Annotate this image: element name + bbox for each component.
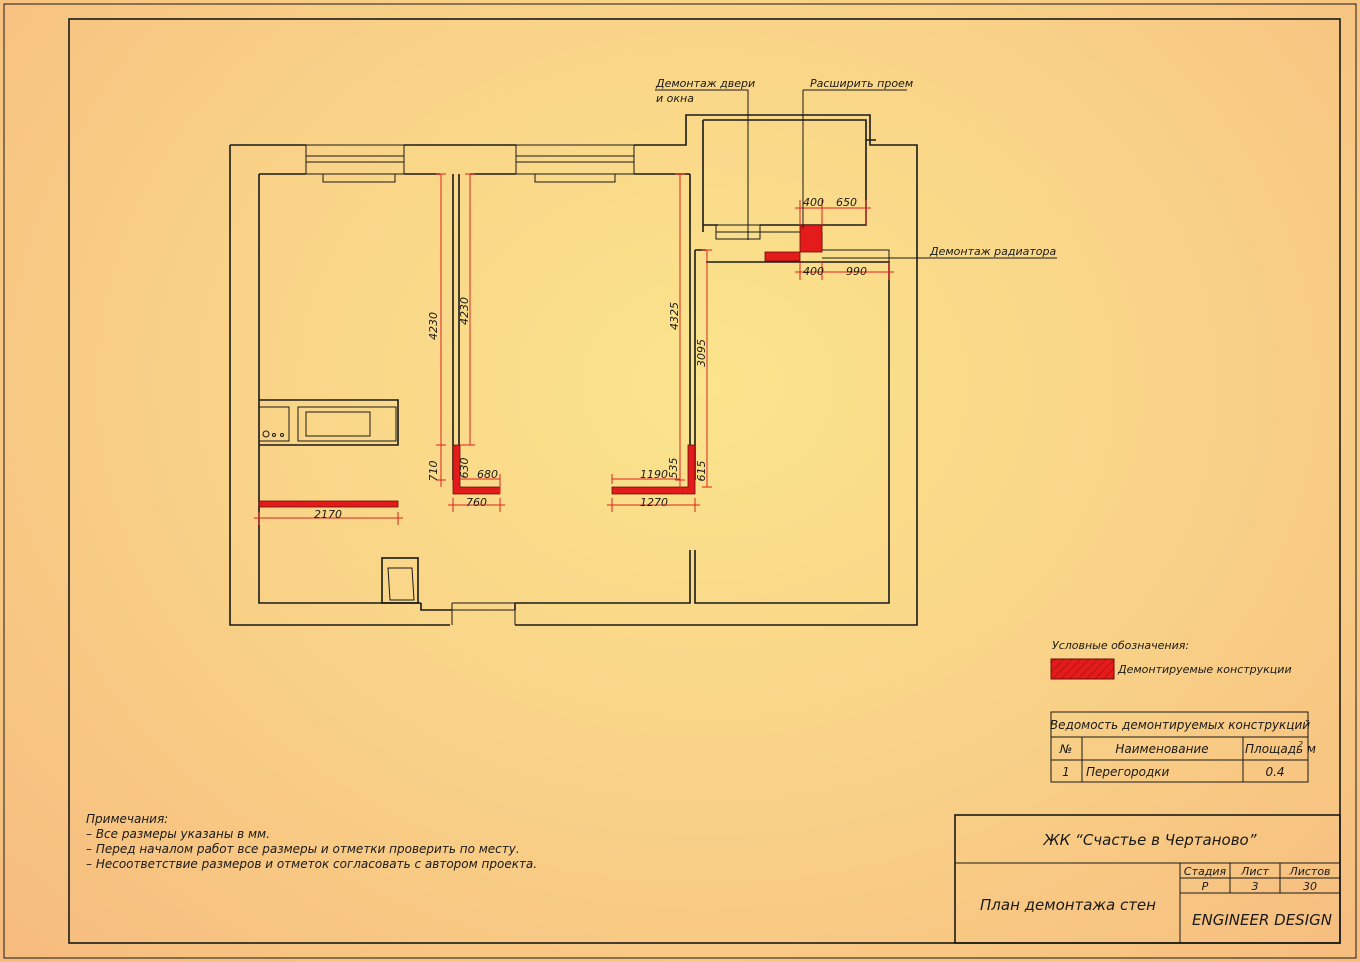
dimension-labels: 4230 4230 4325 3095 710 630 680 760 1190… — [314, 196, 867, 521]
sheet-outer-border — [3, 3, 1357, 959]
dim-1190: 1190 — [640, 468, 668, 481]
dim-2170: 2170 — [314, 508, 342, 521]
legend: Условные обозначения: Демонтируемые конс… — [1050, 639, 1292, 680]
callout-door-window-line2: и окна — [656, 92, 694, 105]
schedule-row-no: 1 — [1062, 765, 1070, 779]
dim-535: 535 — [667, 458, 680, 479]
dim-650: 650 — [836, 196, 857, 209]
title-block: ЖК “Счастье в Чертаново” План демонтажа … — [954, 814, 1341, 944]
legend-swatch — [1050, 658, 1115, 680]
sheets-value: 30 — [1303, 880, 1317, 893]
dim-680: 680 — [477, 468, 498, 481]
bathtub — [297, 406, 397, 442]
demolition-schedule-table: Ведомость демонтируемых конструкций № На… — [1050, 711, 1316, 783]
dimension-lines — [254, 173, 894, 525]
dim-615: 615 — [695, 461, 708, 482]
apartment-walls — [229, 114, 918, 626]
notes-title: Примечания: — [86, 812, 168, 826]
company-name: ENGINEER DESIGN — [1192, 911, 1332, 929]
legend-item-label: Демонтируемые конструкции — [1117, 663, 1292, 676]
callouts: Демонтаж двери и окна Расширить проем Де… — [655, 77, 1057, 259]
dim-1270: 1270 — [640, 496, 668, 509]
demolished-radiator — [764, 251, 801, 262]
dim-4230-right: 4230 — [458, 297, 471, 325]
dim-630: 630 — [458, 458, 471, 479]
callout-door-window-line1: Демонтаж двери — [655, 77, 755, 90]
schedule-col-no: № — [1059, 742, 1072, 756]
notes: Примечания: – Все размеры указаны в мм. … — [86, 812, 537, 871]
sheet-header: Лист — [1240, 865, 1269, 878]
note-line-3: – Несоответствие размеров и отметок согл… — [86, 857, 537, 871]
dim-4230-left: 4230 — [427, 312, 440, 340]
sheet-title: План демонтажа стен — [980, 896, 1156, 914]
dim-990: 990 — [846, 265, 867, 278]
schedule-row-area: 0.4 — [1265, 765, 1284, 779]
sheet-frame — [68, 18, 1341, 944]
demolished-wall-section — [799, 224, 823, 253]
ventilation-shaft — [381, 557, 419, 604]
schedule-title: Ведомость демонтируемых конструкций — [1050, 718, 1310, 732]
callout-widen-opening: Расширить проем — [810, 77, 913, 90]
dim-400-bottom: 400 — [803, 265, 824, 278]
legend-title: Условные обозначения: — [1052, 639, 1189, 652]
demolished-partition-bathroom — [258, 500, 399, 508]
sheets-header: Листов — [1288, 865, 1330, 878]
stage-header: Стадия — [1184, 865, 1227, 878]
demolition-elements — [258, 224, 823, 508]
sink — [258, 406, 290, 442]
schedule-col-area: Площадь м — [1245, 742, 1316, 756]
schedule-col-name: Наименование — [1115, 742, 1208, 756]
demolished-partition-right — [611, 444, 696, 495]
dim-4325: 4325 — [668, 302, 681, 330]
dim-3095: 3095 — [695, 339, 708, 367]
window-living — [515, 144, 635, 175]
dim-760: 760 — [466, 496, 487, 509]
stage-value: Р — [1202, 880, 1209, 893]
dim-400-top: 400 — [803, 196, 824, 209]
note-line-1: – Все размеры указаны в мм. — [86, 827, 270, 841]
sheet-value: 3 — [1252, 880, 1259, 893]
project-name: ЖК “Счастье в Чертаново” — [1042, 831, 1256, 849]
schedule-col-area-sup: 2 — [1298, 740, 1303, 749]
note-line-2: – Перед началом работ все размеры и отме… — [86, 842, 520, 856]
callout-radiator: Демонтаж радиатора — [929, 245, 1056, 258]
dim-710: 710 — [427, 461, 440, 482]
schedule-row-name: Перегородки — [1086, 765, 1170, 779]
window-bedroom — [305, 144, 405, 175]
